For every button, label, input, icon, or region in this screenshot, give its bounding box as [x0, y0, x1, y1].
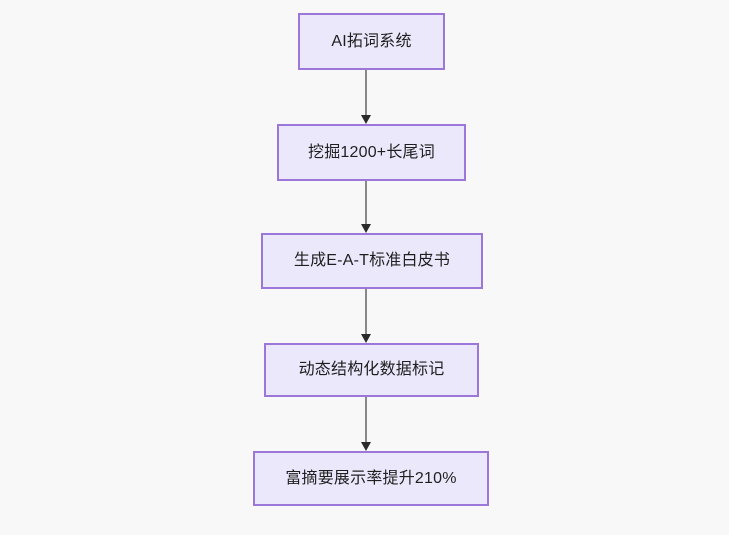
connector-line — [365, 70, 367, 116]
flow-node-ai-keyword-system[interactable]: AI拓词系统 — [298, 13, 445, 70]
connector-node4-node5 — [360, 397, 372, 451]
flow-node-label: 挖掘1200+长尾词 — [308, 143, 435, 161]
flow-node-label: 富摘要展示率提升210% — [285, 469, 457, 487]
flow-node-label: 动态结构化数据标记 — [298, 361, 445, 379]
connector-node3-node4 — [360, 289, 372, 343]
flow-node-generate-eat-whitepaper[interactable]: 生成E-A-T标准白皮书 — [261, 233, 483, 289]
arrowhead-icon — [361, 442, 371, 451]
arrowhead-icon — [361, 115, 371, 124]
flow-node-mine-longtail-keywords[interactable]: 挖掘1200+长尾词 — [277, 124, 466, 181]
arrowhead-icon — [361, 224, 371, 233]
connector-node1-node2 — [360, 70, 372, 124]
flow-node-label: 生成E-A-T标准白皮书 — [293, 252, 451, 270]
arrowhead-icon — [361, 334, 371, 343]
connector-line — [365, 289, 367, 335]
flow-node-label: AI拓词系统 — [331, 32, 412, 50]
flow-node-dynamic-structured-data-markup[interactable]: 动态结构化数据标记 — [264, 343, 479, 397]
connector-node2-node3 — [360, 181, 372, 233]
connector-line — [365, 181, 367, 225]
connector-line — [365, 397, 367, 443]
flow-node-rich-snippet-rate-increase[interactable]: 富摘要展示率提升210% — [253, 451, 489, 506]
